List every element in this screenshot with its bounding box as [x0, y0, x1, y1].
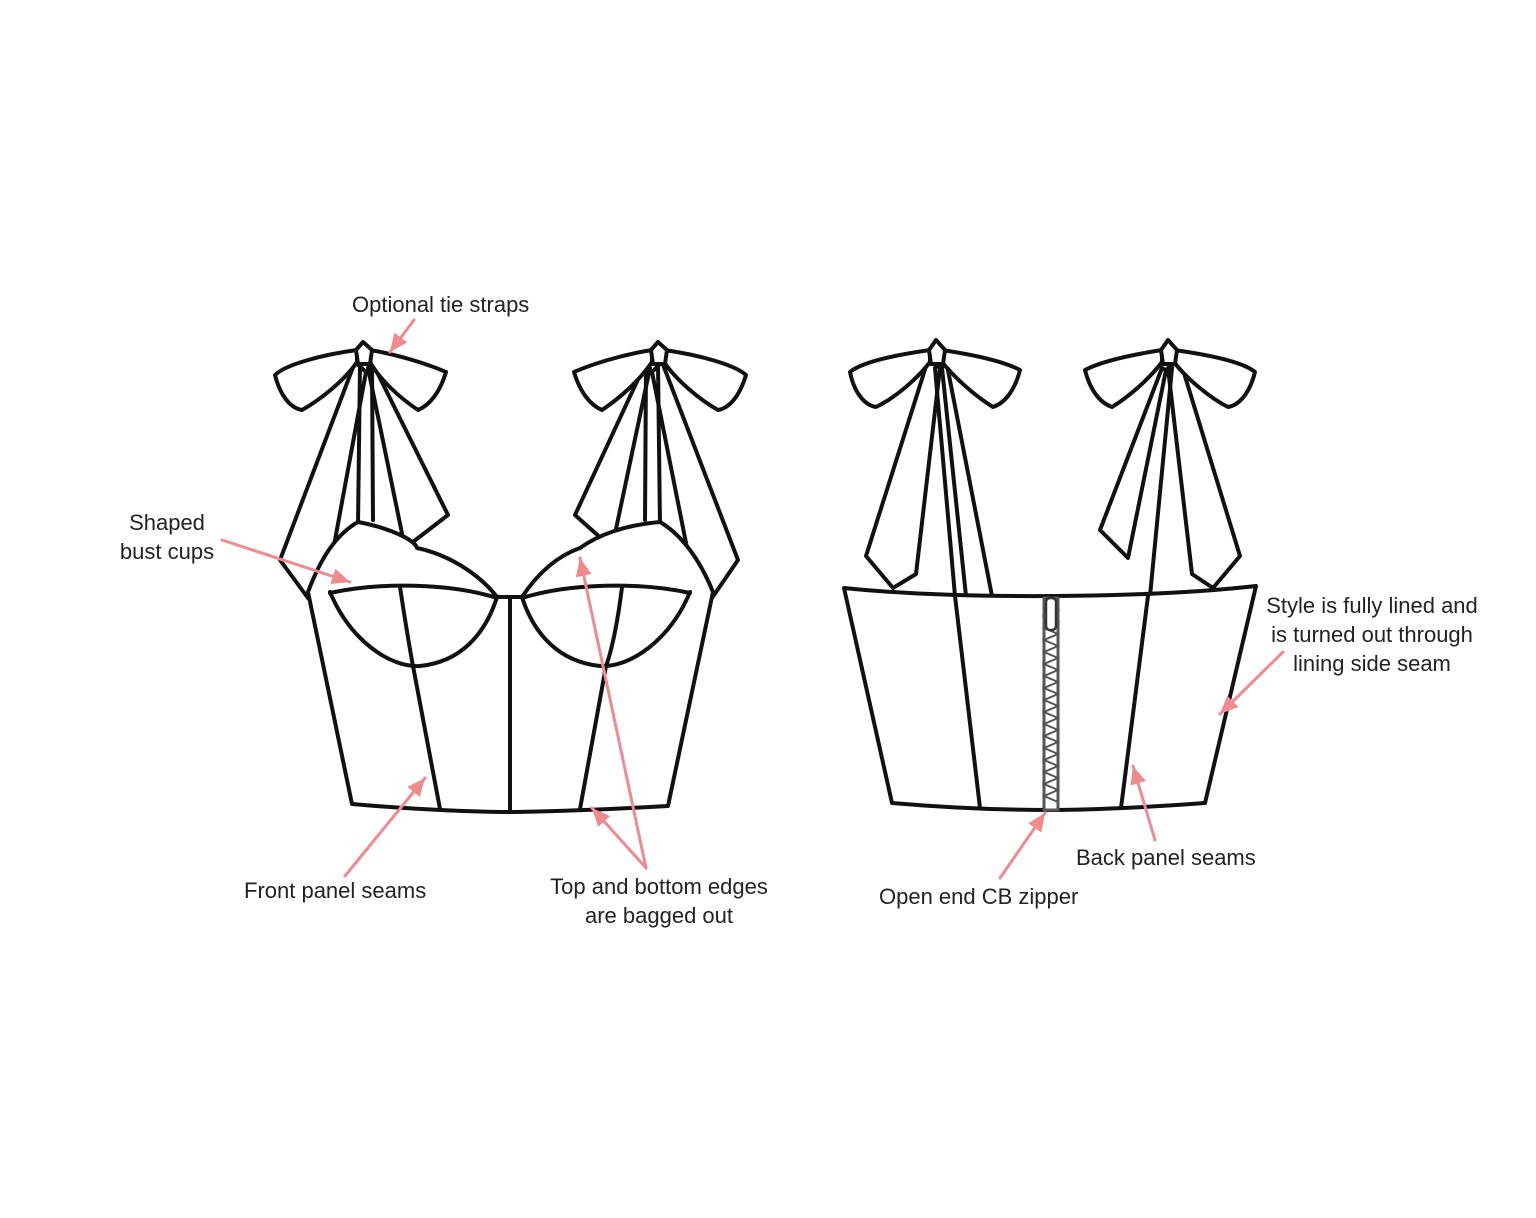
label-optional-tie-straps: Optional tie straps — [352, 292, 530, 317]
label-fully-lined-line2: is turned out through — [1271, 622, 1473, 647]
label-shaped-bust-cups-line2: bust cups — [119, 539, 215, 564]
label-fully-lined-line1: Style is fully lined and — [1266, 593, 1478, 618]
front-right-strap-band — [643, 363, 662, 527]
front-left-bow-knot — [354, 340, 374, 366]
label-bagged-edges-line1: Top and bottom edges — [550, 874, 768, 899]
front-left-cup-underwire — [328, 590, 499, 669]
front-left-strap-band — [356, 363, 375, 527]
back-right-bow-loop-left — [1083, 348, 1164, 409]
label-fully-lined-line3: lining side seam — [1293, 651, 1451, 676]
back-right-bow-knot — [1159, 338, 1179, 366]
back-left-bow-loop-right — [940, 348, 1022, 409]
arrow-bust-cups-head — [330, 568, 350, 584]
arrow-bust-cups-line — [220, 538, 352, 584]
label-back-panel-seams: Back panel seams — [1076, 845, 1256, 870]
back-left-bow-knot — [927, 338, 947, 366]
label-front-panel-seams: Front panel seams — [244, 878, 427, 903]
front-right-bow-loop-left — [572, 348, 654, 412]
label-shaped-bust-cups-line1: Shaped — [129, 510, 205, 535]
arrow-bagged-bottom-head — [592, 808, 610, 827]
arrow-fully-lined-head — [1220, 695, 1239, 714]
arrow-tie-straps-head — [390, 332, 408, 352]
cb-zipper — [1041, 596, 1061, 812]
front-right-cup-underwire — [520, 590, 692, 669]
front-view — [273, 340, 748, 814]
front-left-cup-seam — [328, 583, 499, 600]
arrow-bagged-top-head — [575, 558, 592, 578]
back-right-strap-tail-inner — [1098, 366, 1168, 560]
arrow-front-seams-line — [343, 776, 427, 878]
arrow-front-seams-head — [407, 778, 425, 798]
front-right-panel-seam — [578, 585, 624, 811]
annotation-arrows — [220, 318, 1285, 880]
back-right-strap-band — [1148, 366, 1174, 598]
back-right-bow-loop-right — [1172, 348, 1257, 409]
arrow-bagged-top-line — [578, 556, 648, 870]
label-cb-zipper: Open end CB zipper — [879, 884, 1079, 909]
front-right-bow-loop-right — [662, 348, 748, 412]
zipper-pull-icon — [1044, 596, 1058, 632]
label-bagged-edges: Top and bottom edges are bagged out — [534, 872, 784, 930]
arrow-zipper-head — [1028, 813, 1045, 833]
back-left-strap-tail-outer — [864, 358, 942, 590]
back-view — [842, 338, 1258, 812]
front-left-bow-loop-right — [368, 348, 448, 412]
label-fully-lined: Style is fully lined and is turned out t… — [1254, 591, 1490, 678]
back-left-strap-band — [933, 366, 957, 598]
label-shaped-bust-cups: Shaped bust cups — [112, 508, 222, 566]
front-right-cup-seam — [520, 583, 692, 600]
back-left-bow-loop-left — [848, 348, 932, 409]
arrow-back-seams-head — [1130, 766, 1146, 786]
front-left-bow-loop-left — [273, 348, 359, 412]
front-right-bow-knot — [649, 340, 669, 366]
back-right-panel-seam — [1119, 594, 1150, 810]
back-right-strap-tail-outer — [1166, 358, 1242, 590]
back-left-panel-seam — [953, 594, 982, 810]
label-bagged-edges-line2: are bagged out — [584, 903, 734, 928]
front-left-panel-seam — [398, 585, 442, 811]
